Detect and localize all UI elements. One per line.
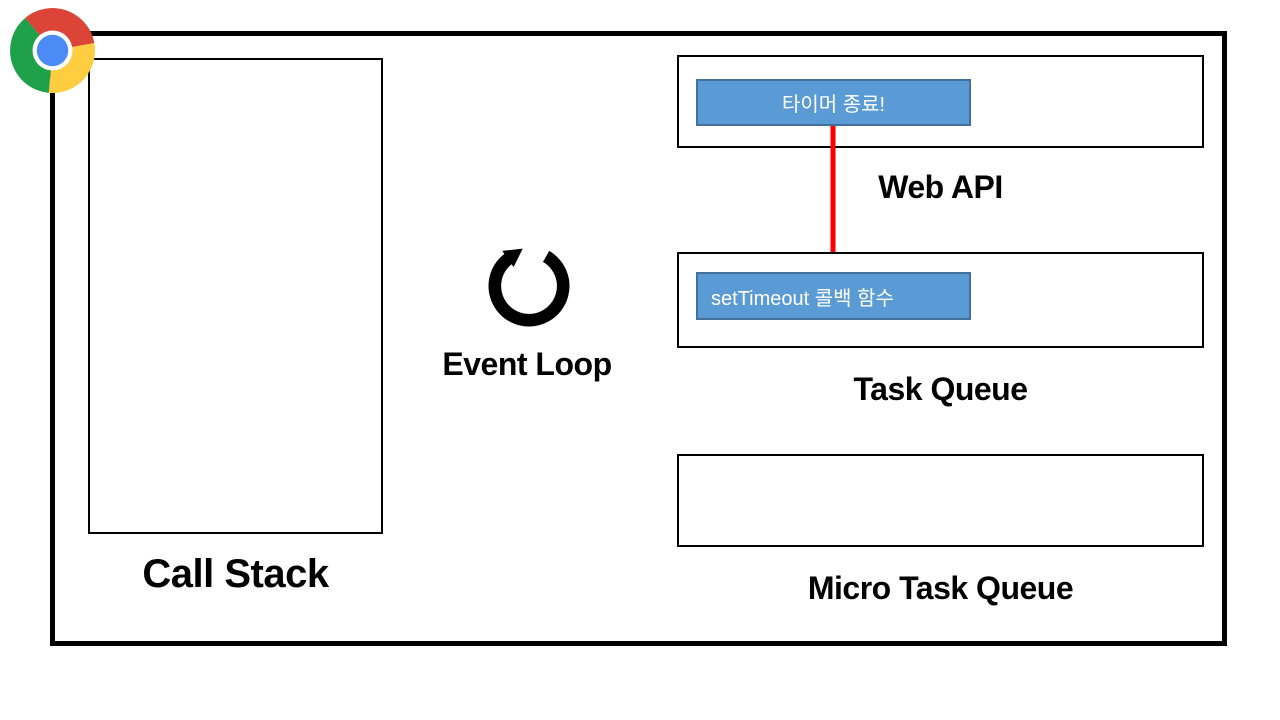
task-queue-item-settimeout-callback: setTimeout 콜백 함수 [696, 272, 971, 320]
down-arrow [825, 126, 841, 269]
diagram-outer-frame [50, 31, 1227, 646]
micro-task-queue-label: Micro Task Queue [807, 570, 1074, 606]
micro-task-queue-box [677, 454, 1204, 547]
task-queue-label: Task Queue [853, 371, 1028, 407]
web-api-label: Web API [878, 169, 1003, 205]
call-stack-label: Call Stack [142, 552, 329, 596]
loop-arrow-icon [488, 248, 570, 327]
call-stack-box [88, 58, 383, 534]
web-api-item-timer-done: 타이머 종료! [696, 79, 971, 126]
event-loop-label: Event Loop [442, 346, 612, 382]
chrome-icon [10, 8, 95, 93]
